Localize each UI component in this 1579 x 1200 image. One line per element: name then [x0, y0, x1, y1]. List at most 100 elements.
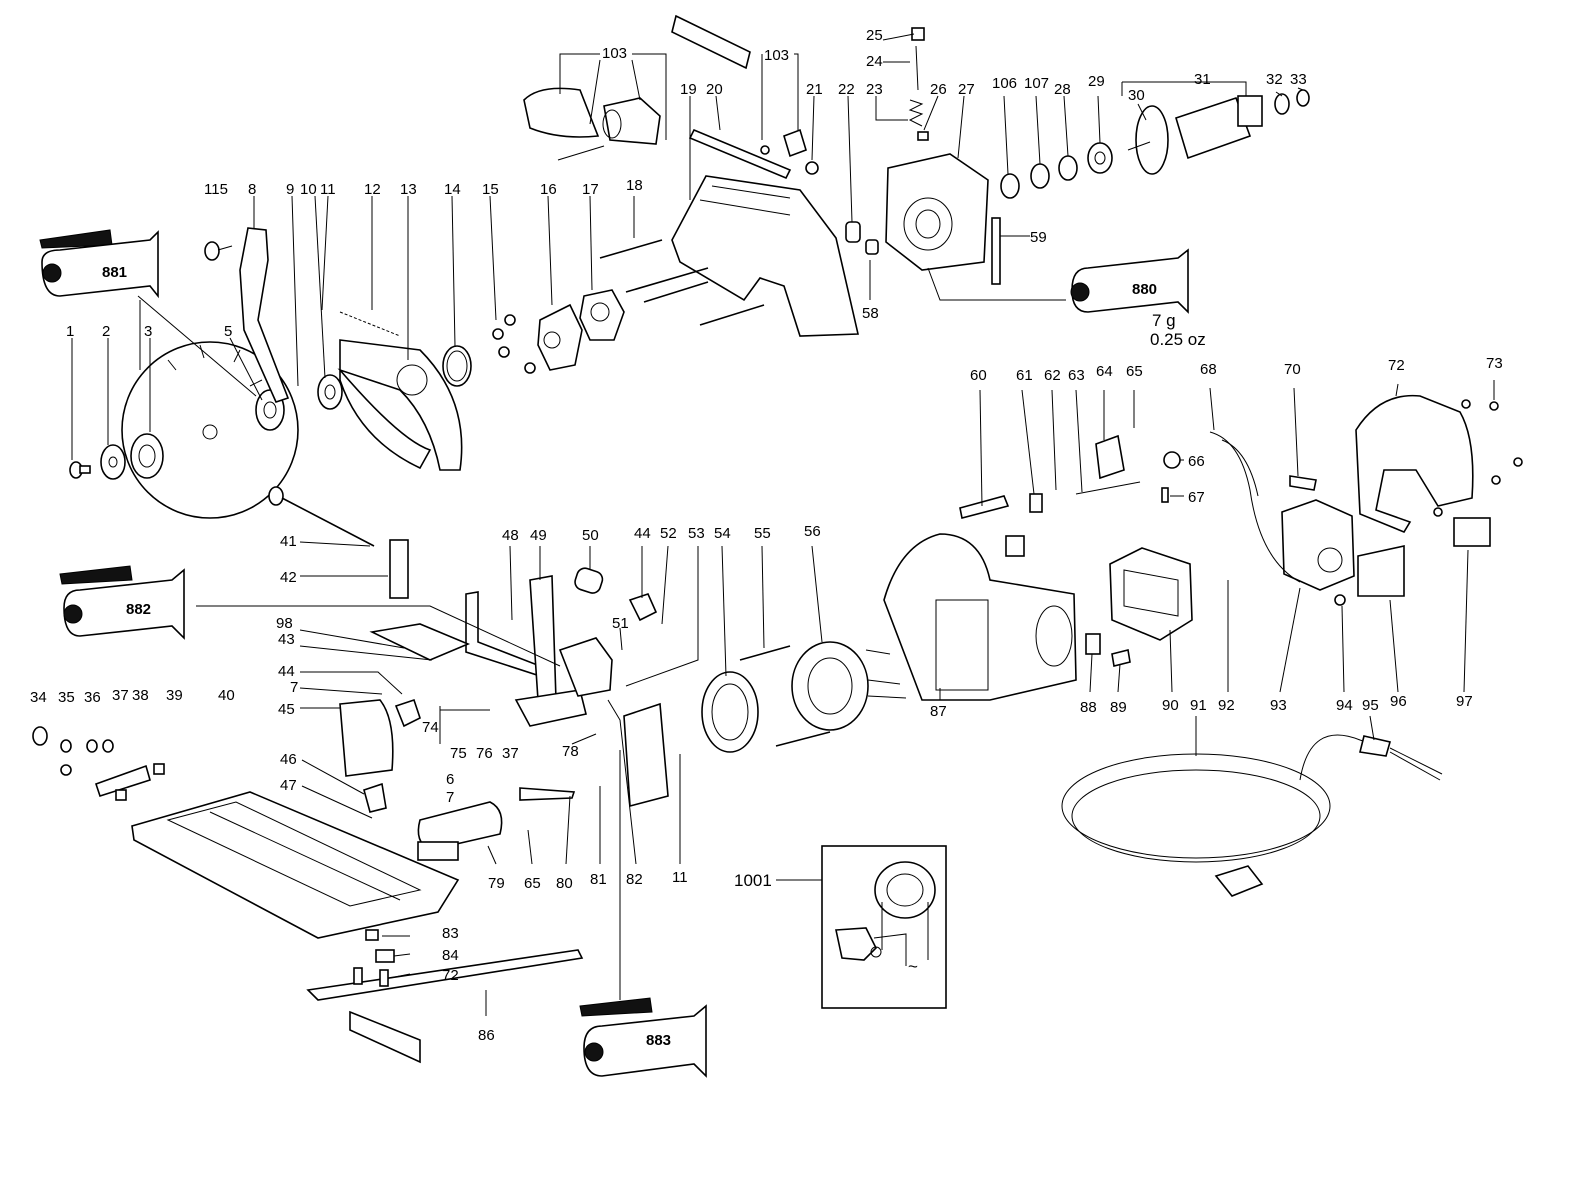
bar-80 [519, 787, 576, 801]
bearing-32-33 [1274, 89, 1310, 115]
flange-3 [130, 433, 164, 479]
bearings-106-107-28-29 [1000, 142, 1113, 199]
part-label: 91 [1190, 697, 1207, 714]
part-label: 98 [276, 615, 293, 632]
part-label: 84 [442, 947, 459, 964]
part-label: 35 [58, 689, 75, 706]
knob-46 [363, 782, 387, 813]
bearing-plate-16 [537, 303, 583, 371]
grease-amount-imperial: 0.25 oz [1150, 330, 1206, 349]
part-label: 5 [224, 323, 232, 340]
lever-8 [239, 227, 290, 403]
cover-90 [1109, 547, 1193, 641]
part-label: 66 [1188, 453, 1205, 470]
part-label: 103 [764, 47, 789, 64]
screws-83-84 [353, 929, 395, 987]
brush-25 [908, 27, 925, 127]
part-label: 3 [144, 323, 152, 340]
part-label: 94 [1336, 697, 1353, 714]
part-label: 64 [1096, 363, 1113, 380]
switch-plate-70 [1289, 475, 1317, 491]
part-label: 10 [300, 181, 317, 198]
part-label: 106 [992, 75, 1017, 92]
part-label: 40 [218, 687, 235, 704]
spring-ring-54 [701, 671, 759, 753]
cable-68 [1209, 431, 1301, 583]
part-label: 80 [556, 875, 573, 892]
ring-14 [442, 345, 472, 387]
part-label: 96 [1390, 693, 1407, 710]
part-label: 12 [364, 181, 381, 198]
flange-10 [317, 374, 343, 410]
screw-55 [739, 645, 831, 747]
part-label: 54 [714, 525, 731, 542]
part-label: 50 [582, 527, 599, 544]
dust-spout-103 [523, 87, 661, 161]
part-label: 46 [280, 751, 297, 768]
part-label: 47 [280, 777, 297, 794]
part-label: 20 [706, 81, 723, 98]
tube-label-882: 882 [126, 601, 151, 618]
part-label: 52 [660, 525, 677, 542]
part-label: 68 [1200, 361, 1217, 378]
part-label: 75 [450, 745, 467, 762]
part-label: 37 [502, 745, 519, 762]
part-label: 33 [1290, 71, 1307, 88]
upper-guard-19 [671, 175, 859, 337]
part-label: 49 [530, 527, 547, 544]
grease-amount-metric: 7 g [1152, 311, 1176, 330]
part-label: 58 [862, 305, 879, 322]
part-label: 27 [958, 81, 975, 98]
plate-top [671, 14, 751, 70]
part-label: 107 [1024, 75, 1049, 92]
part-label: 38 [132, 687, 149, 704]
part-label: 82 [626, 871, 643, 888]
grease-tube-881: 881 [39, 229, 159, 299]
part-label: 48 [502, 527, 519, 544]
part-label: 88 [1080, 699, 1097, 716]
plate-82 [623, 702, 669, 808]
part-label: 78 [562, 743, 579, 760]
part-label: 86 [478, 1027, 495, 1044]
part-label: 30 [1128, 87, 1145, 104]
leader-lines [71, 33, 1495, 1016]
motor-cover-front [558, 637, 613, 697]
ac-symbol: ~ [908, 957, 918, 976]
part-label: 8 [248, 181, 256, 198]
part-label: 60 [970, 367, 987, 384]
tube-label-883: 883 [646, 1032, 671, 1049]
flange-2 [100, 444, 126, 480]
part-label: 16 [540, 181, 557, 198]
spring-12 [339, 311, 401, 337]
part-label: 7 [290, 679, 298, 696]
motor-housing-87 [883, 533, 1077, 701]
label-96-97 [1357, 517, 1491, 597]
electronics-60-67 [959, 434, 1181, 557]
part-label: 2 [102, 323, 110, 340]
part-label: 62 [1044, 367, 1061, 384]
part-label: 34 [30, 689, 47, 706]
scale-59 [991, 217, 1001, 285]
part-label: 24 [866, 53, 883, 70]
part-label: 65 [524, 875, 541, 892]
part-label: 17 [582, 181, 599, 198]
part-label: 18 [626, 177, 643, 194]
clamp-parts-34-39 [32, 726, 165, 801]
part-label: 115 [204, 181, 228, 198]
part-label: 73 [1486, 355, 1503, 372]
screw-1 [69, 461, 91, 479]
part-label: 72 [1388, 357, 1405, 374]
part-label: 19 [680, 81, 697, 98]
part-label: 61 [1016, 367, 1033, 384]
nut-21 [805, 161, 819, 175]
part-label: 1001 [734, 871, 772, 890]
part-label: 21 [806, 81, 823, 98]
part-label: 97 [1456, 693, 1473, 710]
part-label: 70 [1284, 361, 1301, 378]
part-label: 79 [488, 875, 505, 892]
screw-115 [204, 241, 233, 261]
part-label: 44 [634, 525, 651, 542]
part-label: 83 [442, 925, 459, 942]
gear-housing-27 [885, 153, 989, 271]
part-label: 9 [286, 181, 294, 198]
